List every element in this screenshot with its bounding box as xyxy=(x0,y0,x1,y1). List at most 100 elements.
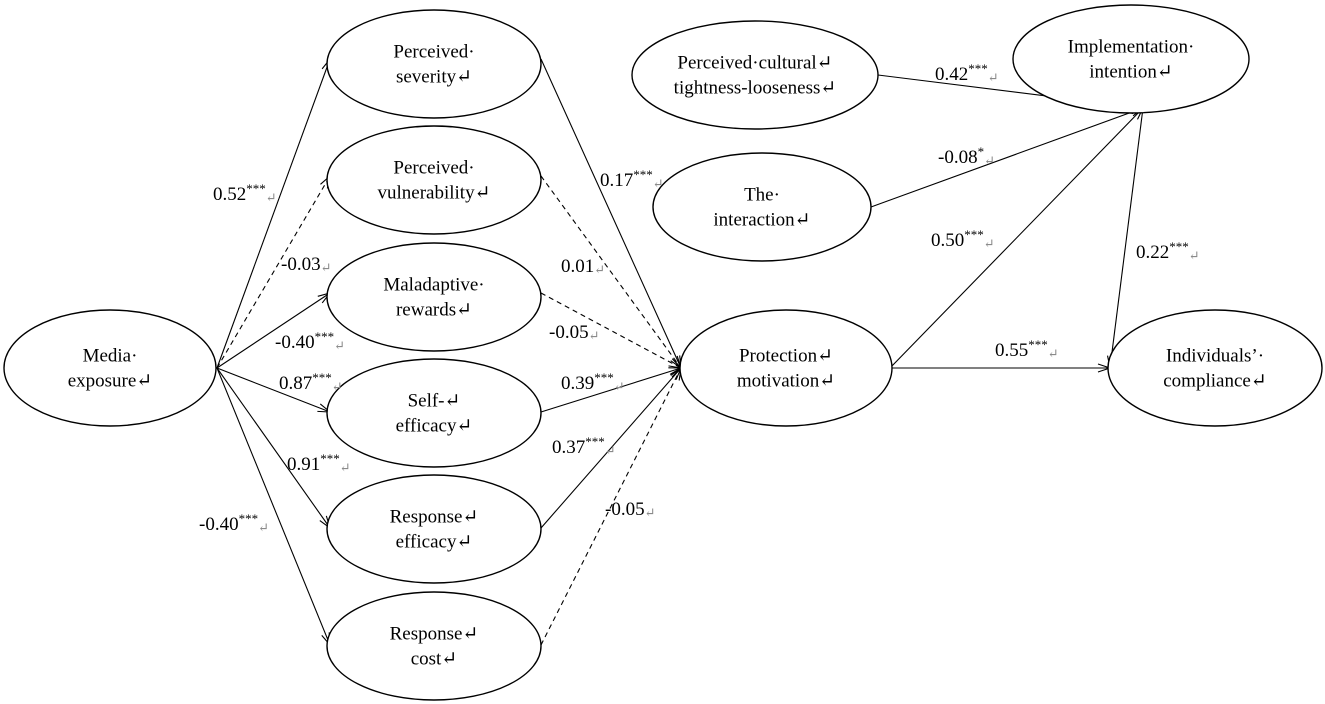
coefficient-value: 0.52 xyxy=(213,184,246,205)
node-media-exposure-label-line-1: Media· xyxy=(83,346,138,367)
coefficient-label-me-re: 0.91***↵ xyxy=(287,451,351,475)
coefficient-label-me-se: 0.87***↵ xyxy=(279,370,343,394)
node-perceived-vulnerability: Perceived· vulnerability↵ xyxy=(326,125,542,235)
edges-layer xyxy=(216,58,1144,646)
coefficient-label-se-pm: 0.39***↵ xyxy=(561,370,625,394)
coefficient-label-ps-pm: 0.17***↵ xyxy=(600,167,664,191)
paragraph-mark: ↵ xyxy=(258,520,269,535)
coefficient-value: -0.03 xyxy=(281,254,321,275)
node-media-exposure-label-line-2: exposure↵ xyxy=(68,371,153,392)
node-perceived-vulnerability-label-line-2: vulnerability↵ xyxy=(377,183,490,204)
path-se-pm xyxy=(540,368,681,413)
path-re-pm xyxy=(540,368,681,529)
node-cultural-tightness-label-line-2: tightness-looseness↵ xyxy=(674,78,837,99)
paragraph-mark: ↵ xyxy=(645,505,656,520)
coefficient-label-me-mr: -0.40***↵ xyxy=(275,329,345,353)
node-perceived-severity: Perceived· severity↵ xyxy=(326,9,542,119)
significance-stars: *** xyxy=(312,370,332,385)
paragraph-mark: ↵ xyxy=(266,190,277,205)
significance-stars: *** xyxy=(246,181,266,196)
path-ii-ic xyxy=(1110,107,1144,368)
coefficient-label-me-rc: -0.40***↵ xyxy=(199,511,269,535)
node-protection-motivation-label-line-2: motivation↵ xyxy=(737,371,835,392)
node-media-exposure: Media· exposure↵ xyxy=(3,309,217,427)
node-self-efficacy-ellipse xyxy=(326,358,542,468)
node-cultural-tightness-ellipse xyxy=(631,20,879,130)
node-response-cost-label-line-2: cost↵ xyxy=(411,649,458,670)
coefficient-value: 0.50 xyxy=(931,230,964,251)
node-perceived-vulnerability-ellipse xyxy=(326,125,542,235)
paragraph-mark: ↵ xyxy=(653,176,664,191)
paragraph-mark: ↵ xyxy=(984,153,995,168)
coefficient-value: 0.22 xyxy=(1136,242,1169,263)
significance-stars: *** xyxy=(320,451,340,466)
coefficient-value: 0.87 xyxy=(279,373,312,394)
paragraph-mark: ↵ xyxy=(988,70,999,85)
node-interaction-ellipse xyxy=(652,152,872,262)
path-me-ps xyxy=(216,59,330,369)
node-maladaptive-rewards: Maladaptive· rewards↵ xyxy=(326,242,542,352)
significance-stars: *** xyxy=(239,511,259,526)
paragraph-mark: ↵ xyxy=(984,236,995,251)
paragraph-mark: ↵ xyxy=(332,379,343,394)
edge-labels-layer: 0.52***↵-0.03↵-0.40***↵0.87***↵0.91***↵-… xyxy=(199,61,1200,535)
coefficient-label-in-ii: -0.08*↵ xyxy=(938,144,995,168)
node-maladaptive-rewards-ellipse xyxy=(326,242,542,352)
nodes-layer: Media·exposure↵Perceived·severity↵Percei… xyxy=(3,4,1323,701)
node-perceived-severity-ellipse xyxy=(326,9,542,119)
coefficient-value: 0.01 xyxy=(561,256,594,277)
paragraph-mark: ↵ xyxy=(589,328,600,343)
significance-stars: *** xyxy=(964,227,984,242)
node-response-efficacy-ellipse xyxy=(326,474,542,584)
coefficient-value: 0.42 xyxy=(935,64,968,85)
node-implementation-intention-label-line-2: intention↵ xyxy=(1089,62,1172,83)
coefficient-value: 0.17 xyxy=(600,170,633,191)
path-pv-pm xyxy=(540,175,681,368)
path-me-se xyxy=(216,367,330,412)
coefficient-label-ii-ic: 0.22***↵ xyxy=(1136,239,1200,263)
node-individuals-compliance-label-line-1: Individuals’· xyxy=(1166,346,1264,367)
path-me-mr xyxy=(216,293,330,369)
node-response-cost-ellipse xyxy=(326,591,542,701)
path-me-pv xyxy=(216,176,330,369)
coefficient-value: 0.91 xyxy=(287,454,320,475)
paragraph-mark: ↵ xyxy=(605,443,616,458)
node-self-efficacy: Self-↵efficacy↵ xyxy=(326,358,542,468)
paragraph-mark: ↵ xyxy=(594,262,605,277)
significance-stars: *** xyxy=(1028,337,1048,352)
paragraph-mark: ↵ xyxy=(334,338,345,353)
node-individuals-compliance-label-line-2: compliance↵ xyxy=(1163,371,1267,392)
node-cultural-tightness-label-line-1: Perceived·cultural↵ xyxy=(677,53,832,74)
coefficient-value: -0.05 xyxy=(605,499,645,520)
paragraph-mark: ↵ xyxy=(340,460,351,475)
coefficient-label-pv-pm: 0.01↵ xyxy=(561,256,605,277)
coefficient-value: 0.37 xyxy=(552,437,585,458)
path-me-rc xyxy=(216,367,330,645)
paragraph-mark: ↵ xyxy=(1048,346,1059,361)
significance-stars: *** xyxy=(633,167,653,182)
coefficient-label-rc-pm: -0.05↵ xyxy=(605,499,655,520)
node-response-efficacy: Response↵efficacy↵ xyxy=(326,474,542,584)
significance-stars: *** xyxy=(585,434,605,449)
node-protection-motivation: Protection↵ motivation↵ xyxy=(679,309,893,427)
node-self-efficacy-label-line-2: efficacy↵ xyxy=(396,416,473,437)
node-perceived-severity-label-line-1: Perceived· xyxy=(393,42,474,63)
node-perceived-vulnerability-label-line-1: Perceived· xyxy=(393,158,474,179)
node-protection-motivation-ellipse xyxy=(679,309,893,427)
node-maladaptive-rewards-label-line-2: rewards↵ xyxy=(396,300,472,321)
node-maladaptive-rewards-label-line-1: Maladaptive· xyxy=(383,275,484,296)
coefficient-label-me-pv: -0.03↵ xyxy=(281,254,331,275)
node-media-exposure-ellipse xyxy=(3,309,217,427)
coefficient-value: -0.08 xyxy=(938,147,978,168)
node-response-efficacy-label-line-1: Response↵ xyxy=(390,507,479,528)
path-in-ii xyxy=(870,108,1143,208)
node-implementation-intention-label-line-1: Implementation· xyxy=(1068,37,1195,58)
node-perceived-severity-label-line-2: severity↵ xyxy=(396,67,472,88)
path-ps-pm xyxy=(540,58,681,368)
node-protection-motivation-label-line-1: Protection↵ xyxy=(739,346,833,367)
coefficient-label-me-ps: 0.52***↵ xyxy=(213,181,277,205)
coefficient-label-pm-ic: 0.55***↵ xyxy=(995,337,1059,361)
path-rc-pm xyxy=(540,368,681,646)
node-interaction-label-line-2: interaction↵ xyxy=(713,210,810,231)
paragraph-mark: ↵ xyxy=(1189,248,1200,263)
